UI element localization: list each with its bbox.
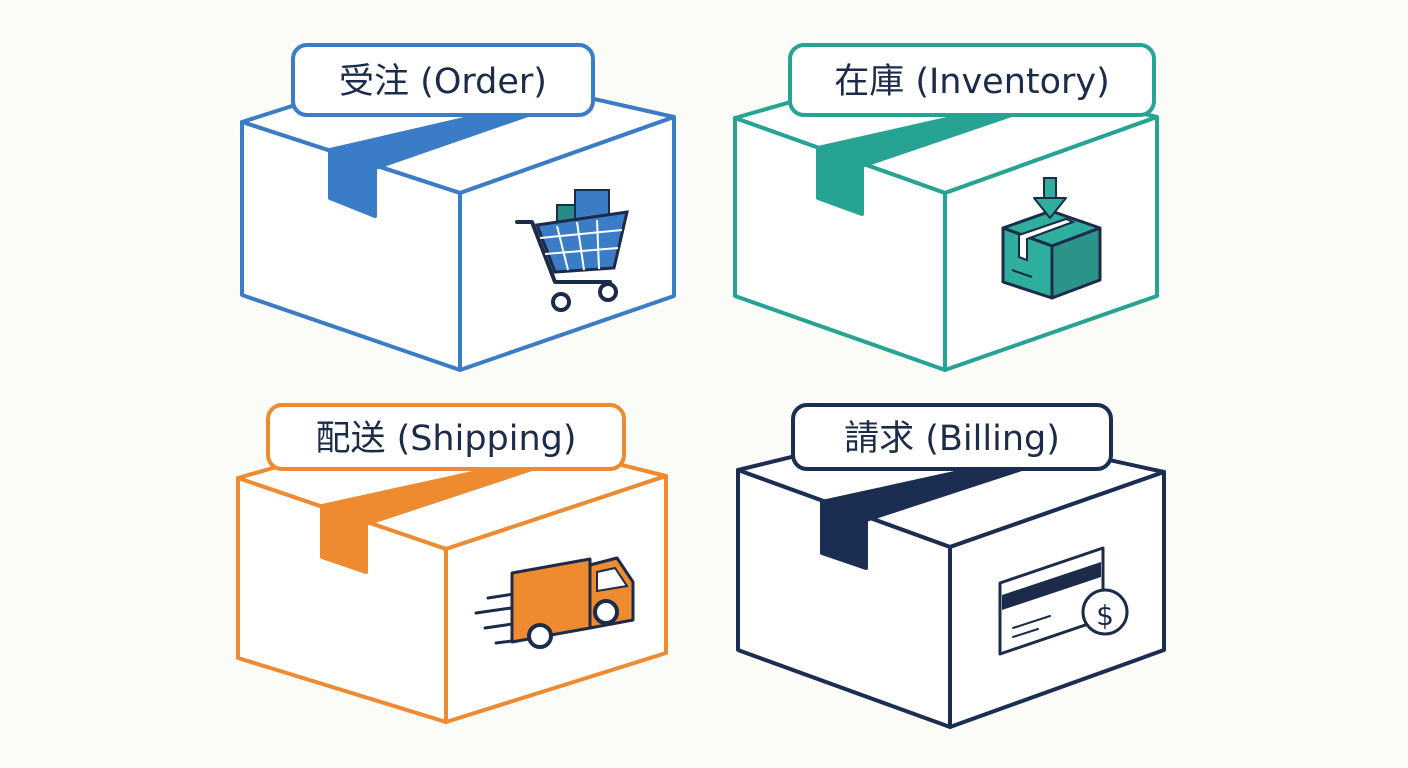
inventory-label: 在庫 (Inventory) (788, 43, 1156, 117)
inventory-label-box (788, 43, 1156, 117)
order-label-text: 受注 (Order) (339, 62, 547, 102)
order-label-box (291, 43, 595, 117)
credit-card-dollar-icon: $ (998, 546, 1129, 656)
shopping-cart-icon (515, 189, 629, 312)
svg-text:$: $ (1096, 599, 1114, 632)
inventory-box-icon (1001, 177, 1102, 300)
shipping-label-text: 配送 (Shipping) (315, 419, 576, 459)
billing-label-box (791, 403, 1113, 471)
order-label: 受注 (Order) (291, 43, 595, 117)
billing-label-text: 請求 (Billing) (844, 419, 1060, 459)
shipping-label: 配送 (Shipping) (266, 403, 626, 471)
billing-label: 請求 (Billing) (791, 403, 1113, 471)
inventory-label-text: 在庫 (Inventory) (834, 62, 1110, 102)
shipping-label-box (266, 403, 626, 471)
delivery-truck-icon (474, 556, 635, 649)
